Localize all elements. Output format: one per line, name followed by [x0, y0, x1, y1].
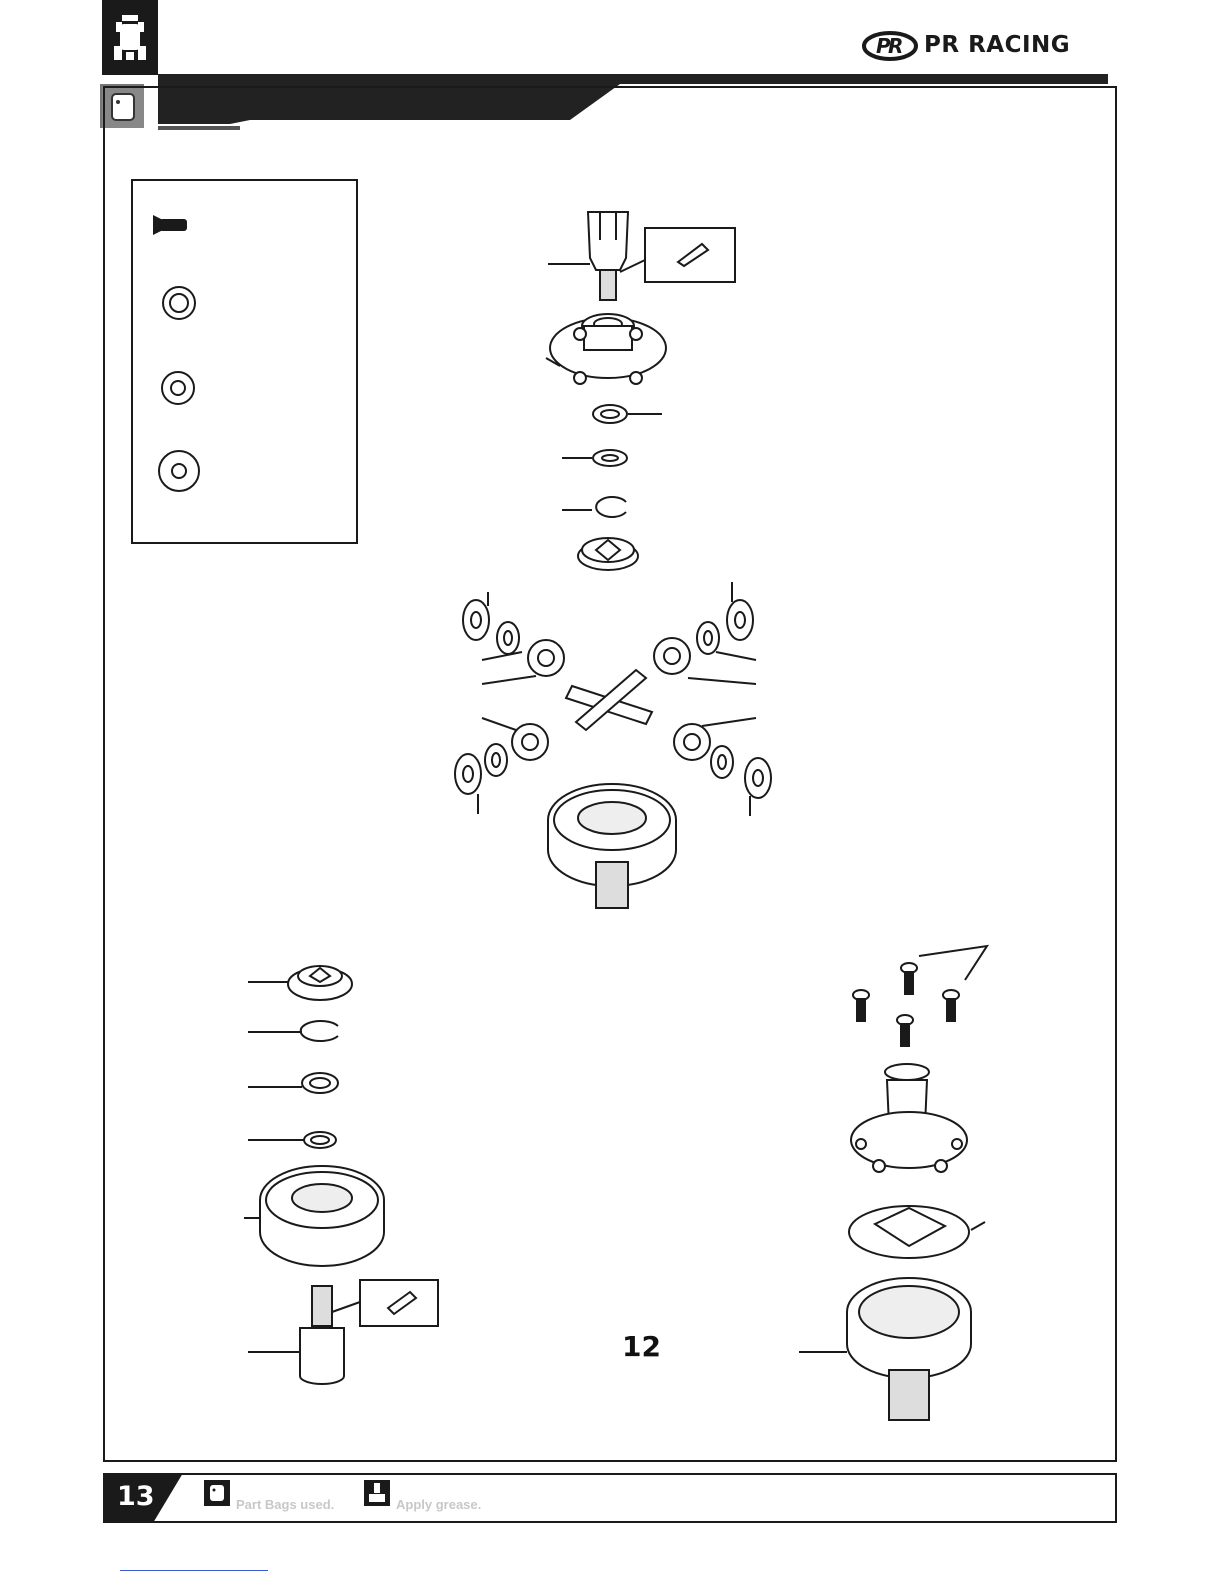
washer-icon	[162, 372, 194, 404]
page-number: 13	[117, 1481, 155, 1512]
screw-icon	[153, 215, 187, 235]
legend-part-bags: Part Bags used.	[236, 1497, 334, 1512]
outdrive-cup	[300, 1286, 344, 1384]
washer-icon	[159, 451, 199, 491]
screw-icon	[943, 990, 959, 1021]
brand-logo: P R PR RACING	[862, 30, 1112, 62]
differential-exploded-view	[440, 200, 800, 920]
gasket	[849, 1206, 969, 1258]
step-number: 12	[622, 1330, 661, 1363]
spur-gear	[847, 1278, 971, 1420]
legend-grease: Apply grease.	[396, 1497, 481, 1512]
bevel-gear	[578, 538, 638, 570]
grease-icon	[364, 1480, 390, 1506]
diff-assembly-left	[240, 950, 460, 1390]
outdrive-cup	[548, 212, 628, 300]
brand-name: PR RACING	[924, 32, 1070, 58]
pr-logo-icon: P R	[862, 30, 922, 62]
washer-icon	[163, 287, 195, 319]
screw-icon	[897, 1015, 913, 1046]
part-bag-icon	[204, 1480, 230, 1506]
car-icon	[102, 0, 158, 75]
planet-gear	[674, 724, 710, 760]
header-tab	[102, 0, 158, 75]
footer-link-underline	[120, 1570, 268, 1571]
cross-pin	[566, 670, 652, 730]
diff-assembly-right	[795, 940, 995, 1440]
screw-icon	[901, 963, 917, 994]
spur-gear	[260, 1166, 384, 1266]
svg-text:R: R	[888, 34, 903, 58]
diff-housing-cap	[851, 1064, 967, 1172]
page-number-badge: 13	[103, 1473, 183, 1523]
screw-icon	[853, 990, 869, 1021]
planet-gear	[528, 640, 564, 676]
diff-housing-cap	[546, 314, 666, 384]
parts-list-illustrations	[131, 179, 358, 544]
planet-gear	[654, 638, 690, 674]
spur-gear	[548, 784, 676, 908]
planet-gear	[512, 724, 548, 760]
